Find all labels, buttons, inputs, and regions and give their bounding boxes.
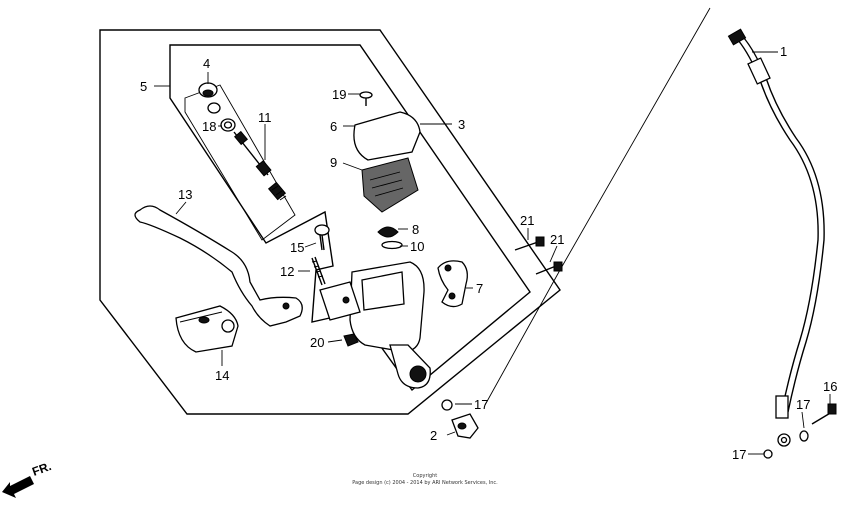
holder-part <box>437 260 468 308</box>
callout-20: 20 <box>310 335 324 350</box>
master-cylinder-body <box>319 261 431 389</box>
reservoir-boot-part <box>198 82 218 98</box>
holder-bolt-upper <box>514 236 545 251</box>
circlip-part <box>207 102 236 132</box>
callout-21-lower: 21 <box>550 232 564 247</box>
copyright-text: Page design (c) 2004 - 2014 by ARI Netwo… <box>352 480 498 486</box>
callout-6: 6 <box>330 119 337 134</box>
callout-17-cylinder: 17 <box>474 397 488 412</box>
holder-bolt-lower <box>535 261 563 275</box>
callout-1: 1 <box>780 44 787 59</box>
brake-switch-part <box>175 305 239 353</box>
callout-21-upper: 21 <box>520 213 534 228</box>
copyright-title: Copyright <box>413 473 437 479</box>
callout-14: 14 <box>215 368 229 383</box>
callout-17-hose-lower: 17 <box>732 447 746 462</box>
leader-lines <box>154 51 831 455</box>
sight-glass-part <box>377 226 403 250</box>
callout-13: 13 <box>178 187 192 202</box>
pivot-bolt-part <box>314 224 330 251</box>
callout-5: 5 <box>140 79 147 94</box>
piston-kit-part <box>233 130 287 201</box>
callout-17-hose-upper: 17 <box>796 397 810 412</box>
callout-9: 9 <box>330 155 337 170</box>
front-direction-arrow: FR. <box>2 459 53 498</box>
callout-10: 10 <box>410 239 424 254</box>
callout-19: 19 <box>332 87 346 102</box>
hose-frame-line <box>484 7 711 406</box>
piston-kit-frame <box>184 84 296 241</box>
nut-part <box>343 333 359 347</box>
assembly-frame-outer <box>99 29 561 415</box>
lever-bolt-part <box>311 256 326 286</box>
hose-bolt-part <box>763 403 837 459</box>
callout-4: 4 <box>203 56 210 71</box>
callout-11: 11 <box>258 110 272 125</box>
callout-2: 2 <box>430 428 437 443</box>
brake-hose-part <box>727 28 825 447</box>
direction-label: FR. <box>30 459 53 479</box>
callout-15: 15 <box>290 240 304 255</box>
callout-7: 7 <box>476 281 483 296</box>
callout-8: 8 <box>412 222 419 237</box>
callout-16: 16 <box>823 379 837 394</box>
reservoir-cap-part <box>353 111 421 161</box>
banjo-bolt-part <box>441 399 479 439</box>
brake-lever-part <box>134 205 303 327</box>
callout-3: 3 <box>458 117 465 132</box>
cap-screw-part <box>359 91 373 106</box>
callout-18: 18 <box>202 119 216 134</box>
assembly-frame-inner <box>169 44 531 392</box>
diaphragm-part <box>361 157 419 213</box>
callout-12: 12 <box>280 264 294 279</box>
